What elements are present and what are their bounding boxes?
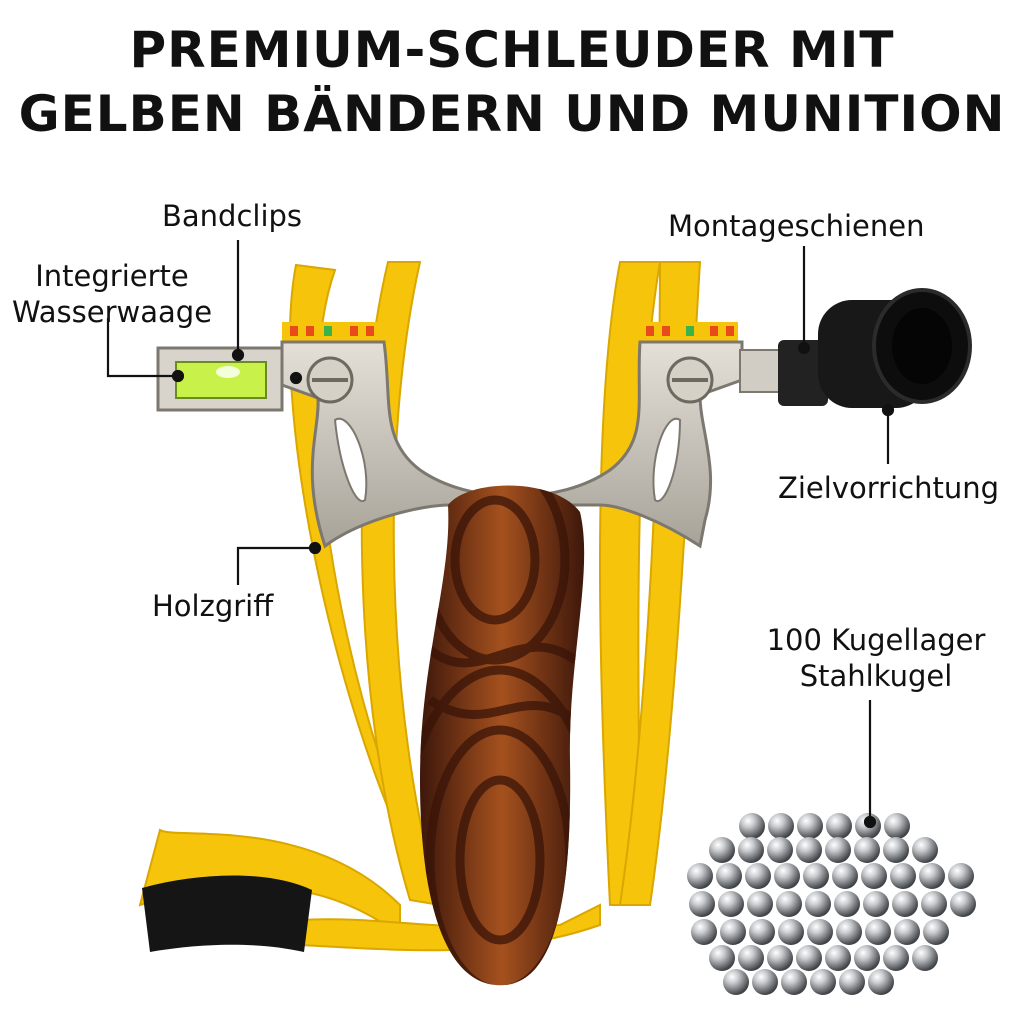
steel-ball [890, 863, 916, 889]
callout-level-line-2: Wasserwaage [11, 295, 213, 329]
steel-ball [745, 863, 771, 889]
callout-lines [106, 240, 895, 829]
steel-ball [738, 945, 764, 971]
steel-ball [912, 945, 938, 971]
callout-wood-grip: Holzgriff [152, 589, 274, 623]
steel-ball [749, 919, 775, 945]
steel-ball [883, 837, 909, 863]
callout-steel-balls: 100 Kugellager Stahlkugel [740, 622, 1012, 694]
steel-ball [832, 863, 858, 889]
steel-ball [854, 837, 880, 863]
callout-level: Integrierte Wasserwaage [6, 258, 218, 330]
steel-ball [767, 945, 793, 971]
steel-ball [884, 813, 910, 839]
steel-ball [716, 863, 742, 889]
steel-ball [768, 813, 794, 839]
steel-ball [781, 969, 807, 995]
steel-ball [894, 919, 920, 945]
steel-ball [923, 919, 949, 945]
band-clips [282, 322, 738, 342]
steel-ball [718, 891, 744, 917]
steel-ball [807, 919, 833, 945]
steel-ball [796, 837, 822, 863]
steel-ball [810, 969, 836, 995]
callout-sight: Zielvorrichtung [778, 471, 999, 505]
steel-ball [861, 863, 887, 889]
steel-ball [825, 945, 851, 971]
steel-ball [747, 891, 773, 917]
steel-ball [919, 863, 945, 889]
callout-steel-balls-line-1: 100 Kugellager [766, 623, 986, 657]
steel-ball [912, 837, 938, 863]
page-title: PREMIUM-SCHLEUDER MIT GELBEN BÄNDERN UND… [0, 18, 1024, 146]
steel-ball [854, 945, 880, 971]
steel-ball [709, 837, 735, 863]
callout-mounting-rails: Montageschienen [668, 209, 925, 243]
steel-ball [834, 891, 860, 917]
steel-ball [825, 837, 851, 863]
steel-ball [892, 891, 918, 917]
steel-ball [921, 891, 947, 917]
callout-steel-balls-line-2: Stahlkugel [799, 659, 953, 693]
steel-ball [883, 945, 909, 971]
title-line-2: GELBEN BÄNDERN UND MUNITION [18, 85, 1006, 143]
steel-ball [950, 891, 976, 917]
callout-band-clips: Bandclips [162, 199, 303, 233]
steel-ball [723, 969, 749, 995]
steel-ball [752, 969, 778, 995]
steel-ball [863, 891, 889, 917]
steel-ball [796, 945, 822, 971]
steel-ball [691, 919, 717, 945]
steel-ball [803, 863, 829, 889]
sight [778, 288, 972, 408]
steel-ball [868, 969, 894, 995]
steel-ball [948, 863, 974, 889]
steel-ball [689, 891, 715, 917]
steel-ball [826, 813, 852, 839]
steel-ball [778, 919, 804, 945]
spirit-level [156, 346, 284, 412]
pouch [142, 875, 312, 952]
steel-ball [774, 863, 800, 889]
steel-ball [738, 837, 764, 863]
steel-balls [687, 813, 976, 995]
steel-ball [776, 891, 802, 917]
steel-ball [767, 837, 793, 863]
steel-ball [709, 945, 735, 971]
callout-level-line-1: Integrierte [35, 259, 189, 293]
title-line-1: PREMIUM-SCHLEUDER MIT [129, 21, 895, 79]
steel-ball [805, 891, 831, 917]
steel-ball [687, 863, 713, 889]
steel-ball [836, 919, 862, 945]
steel-ball [865, 919, 891, 945]
steel-ball [797, 813, 823, 839]
steel-ball [739, 813, 765, 839]
steel-ball [720, 919, 746, 945]
steel-ball [839, 969, 865, 995]
metal-frame [280, 340, 781, 549]
